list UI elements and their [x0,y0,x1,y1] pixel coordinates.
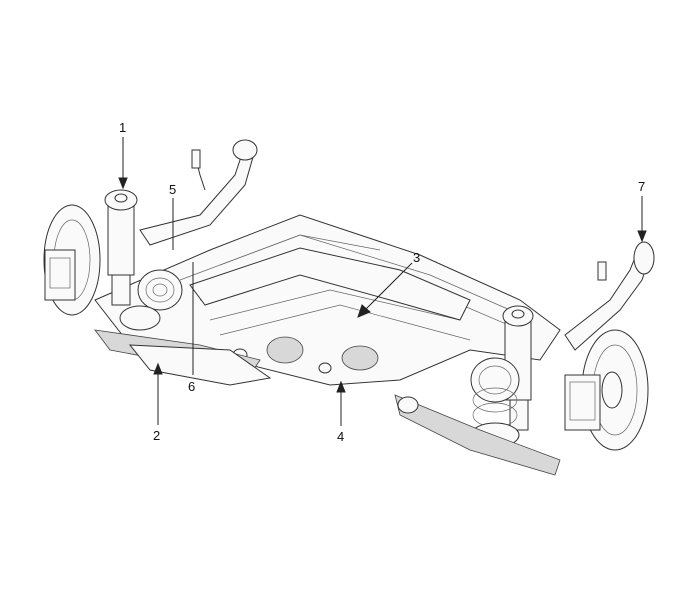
left-lower-arm [94,329,272,386]
left-coil-spring [119,269,183,331]
left-upper-arm [139,139,258,246]
left-knuckle-brake [43,204,101,316]
callout-leaders [118,137,647,426]
right-lower-arm [394,394,561,476]
right-upper-arm [564,241,655,351]
callout-3: 3 [413,250,421,265]
callout-5: 5 [169,182,177,197]
callout-4: 4 [337,429,345,444]
right-knuckle-brake [564,329,649,451]
callout-7: 7 [638,179,646,194]
callout-6: 6 [188,379,196,394]
callout-2: 2 [153,428,161,443]
callout-1: 1 [119,120,127,135]
left-shock-absorber [104,189,138,306]
rear-beam [189,234,471,321]
